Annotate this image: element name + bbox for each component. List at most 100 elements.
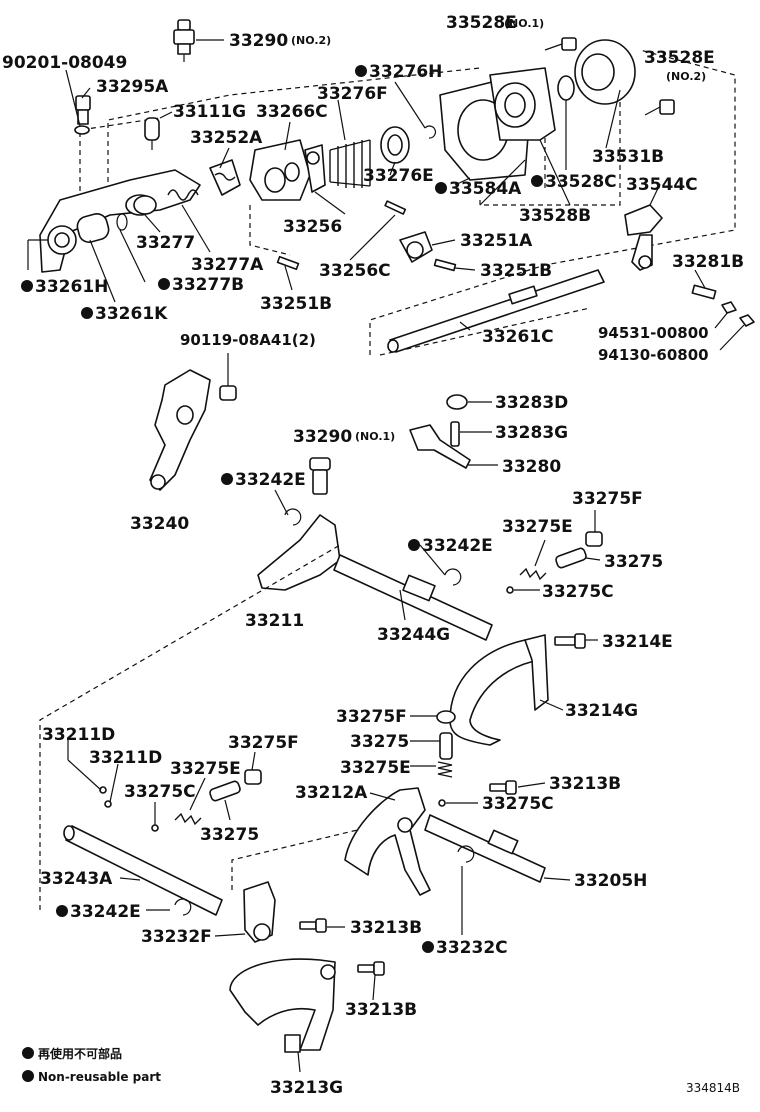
label-33240: 33240 [130,514,189,534]
label-33214g: 33214G [565,701,638,721]
label-33275f-a: 33275F [572,489,643,509]
bolt-33213b-b [299,918,327,933]
part-labels: 33290 (NO.2) 33528E (NO.1) 90201-08049 3… [2,13,744,1098]
label-33211d-a: 33211D [42,725,115,745]
legend-jp: 再使用不可部品 [38,1046,122,1061]
label-33275-b: 33275 [350,732,409,752]
label-33232f: 33232F [141,927,212,947]
shift-lever-33266c [249,139,311,201]
bolt-33281b [691,284,755,327]
label-33214e: 33214E [602,632,673,652]
label-33275-a: 33275 [604,552,663,572]
label-33275-c: 33275 [200,825,259,845]
label-33276h: 33276H [369,62,442,82]
label-33528e-no2: 33528E [644,48,715,68]
legend: 再使用不可部品 Non-reusable part [22,1046,161,1084]
label-33283g: 33283G [495,423,568,443]
pin-33251b-left [276,255,300,271]
ring-33232c [457,845,475,863]
label-33275f-b: 33275F [336,707,407,727]
fork-33212a [344,787,431,896]
leader-lines [27,39,745,1073]
label-33584a: 33584A [449,179,522,199]
bolt-33213b-a [489,780,517,795]
label-33205h: 33205H [574,871,647,891]
label-33244g: 33244G [377,625,450,645]
label-33281b: 33281B [672,252,744,272]
balls-33211d [99,786,112,808]
shaft-33243a [63,825,223,916]
label-33251a: 33251A [460,231,533,251]
detent-33275-b [436,710,456,778]
plug-33290-no1 [309,457,331,495]
label-33252a: 33252A [190,128,263,148]
bolt-33214e [554,633,586,649]
lever-33240 [149,369,237,491]
bolt-33528e-no2 [644,99,675,116]
label-33531b: 33531B [592,147,664,167]
label-33242e-b: 33242E [422,536,493,556]
ring-33242e-a [284,508,302,526]
fork-33214g [449,634,549,746]
label-33276f: 33276F [317,84,388,104]
label-33280: 33280 [502,457,561,477]
label-33276e: 33276E [363,166,434,186]
label-33256c: 33256C [319,261,391,281]
label-33275e-b: 33275E [170,759,241,779]
bearing-retainer-33528b [439,67,556,181]
label-33528e-no1: 33528E [446,13,517,33]
label-33251b-left: 33251B [260,294,332,314]
plug-33283d [446,394,468,410]
label-33277: 33277 [136,233,195,253]
pin-33283g [450,421,460,447]
plug-33295a [74,95,91,135]
label-33283d: 33283D [495,393,568,413]
label-no1-b: (NO.1) [355,430,395,443]
label-33266c: 33266C [256,102,328,122]
label-33295a: 33295A [96,77,169,97]
label-33243a: 33243A [40,869,113,889]
label-33242e-a: 33242E [235,470,306,490]
label-33213b-a: 33213B [549,774,621,794]
ring-33528c [557,75,575,101]
label-33275f-c: 33275F [228,733,299,753]
label-33544c: 33544C [626,175,698,195]
label-33277a: 33277A [191,255,264,275]
label-33213b-b: 33213B [350,918,422,938]
label-33232c: 33232C [436,938,508,958]
ring-33242e-b [444,568,462,586]
arm-33256 [304,144,326,193]
label-33211d-b: 33211D [89,748,162,768]
breather-plug-no2 [173,19,195,62]
shift-housing-left [39,169,201,273]
bolt-33528e-no1 [544,37,577,51]
label-33290-no2: 33290 [229,31,288,51]
bolt-33213b-c [357,961,385,976]
label-90119: 90119-08A41(2) [180,331,316,349]
seal-33531b [574,39,636,105]
label-no2-b: (NO.2) [666,70,706,83]
fork-33213g [229,958,336,1053]
label-33213b-c: 33213B [345,1000,417,1020]
label-33213g: 33213G [270,1078,343,1098]
lever-33544c [624,204,663,271]
head-33232f [243,881,276,943]
label-33290-no1: 33290 [293,427,352,447]
snap-ring-33277b [116,213,128,231]
label-33275c-b: 33275C [124,782,196,802]
pin-33256c [384,200,407,215]
shaft-33205h [424,799,546,883]
label-33277b: 33277B [172,275,244,295]
ring-33242e-c [174,898,192,916]
shaft-33280 [409,424,471,469]
clip-33276h [424,125,437,139]
label-33242e-c: 33242E [70,902,141,922]
dashed-lower-lines [39,544,421,910]
label-33261k: 33261K [95,304,168,324]
label-33275c-c: 33275C [482,794,554,814]
pin-33111g [144,117,160,150]
boot-33276f [329,139,371,188]
label-33528c: 33528C [545,172,617,192]
label-no2-a: (NO.2) [291,34,331,47]
